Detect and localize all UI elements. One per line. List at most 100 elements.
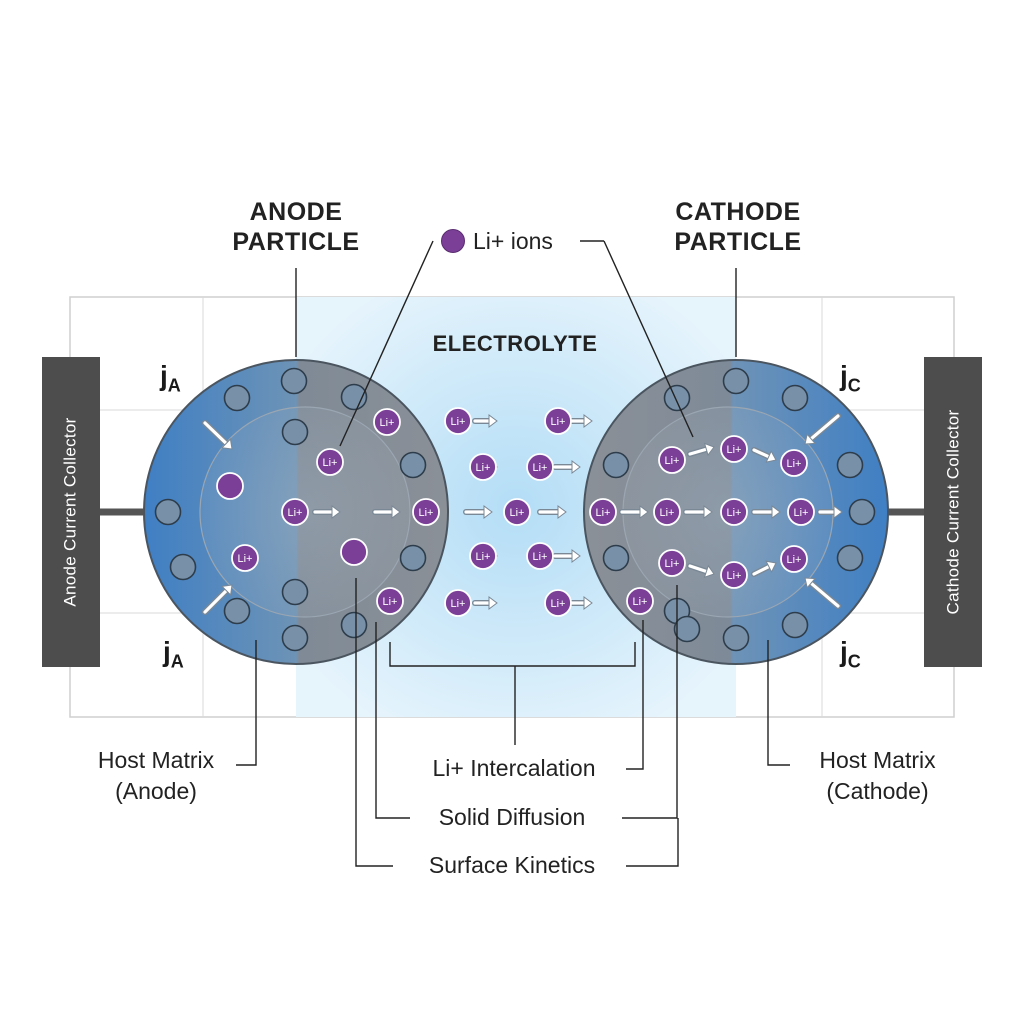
li-ion: Li+	[653, 498, 681, 526]
anode-current-collector: Anode Current Collector	[42, 357, 100, 667]
host-site	[280, 367, 308, 395]
host-site	[722, 367, 750, 395]
flux-symbol: j	[840, 636, 848, 667]
li-ion: Li+	[526, 453, 554, 481]
host-site	[340, 383, 368, 411]
ion-legend: Li+ ions	[441, 226, 553, 256]
host-site	[281, 418, 309, 446]
cathode-collector-label: Cathode Current Collector	[943, 409, 963, 615]
ion-legend-dot	[441, 229, 465, 253]
li-ion-label: Li+	[476, 462, 491, 474]
host-site	[836, 544, 864, 572]
host-sites	[154, 367, 876, 652]
li-ion: Li+	[544, 407, 572, 435]
li-ion: Li+	[503, 498, 531, 526]
flow-arrow	[687, 442, 715, 457]
flow-arrow	[202, 420, 233, 450]
li-ion-label: Li+	[476, 551, 491, 563]
flow-arrow	[472, 596, 498, 610]
li-ion: Li+	[780, 545, 808, 573]
li-ion: Li+	[589, 498, 617, 526]
flow-arrow	[751, 560, 777, 577]
flux-symbol: j	[163, 636, 171, 667]
li-ion-label: Li+	[380, 417, 395, 429]
li-ion-label: Li+	[533, 551, 548, 563]
host-site	[281, 624, 309, 652]
flux-symbol: j	[160, 360, 168, 391]
li-ion	[216, 472, 244, 500]
ion-flow-arrows	[202, 413, 843, 615]
li-ion: Li+	[373, 408, 401, 436]
anode-particle-title: ANODE PARTICLE	[206, 197, 386, 257]
flow-arrow	[372, 505, 401, 519]
li-ion-label: Li+	[551, 598, 566, 610]
flux-subscript: A	[170, 651, 184, 672]
li-ion: Li+	[658, 549, 686, 577]
cathode-title-line1: CATHODE	[675, 198, 801, 226]
flow-arrow	[683, 505, 713, 519]
li-ion-label: Li+	[533, 462, 548, 474]
li-ion: Li+	[444, 407, 472, 435]
flow-arrow	[472, 414, 498, 428]
li-ion: Li+	[780, 449, 808, 477]
li-ion-label: Li+	[551, 416, 566, 428]
li-ion: Li+	[444, 589, 472, 617]
flow-arrow	[619, 505, 649, 519]
solid-diffusion-label: Solid Diffusion	[438, 804, 586, 830]
flow-arrow	[817, 505, 843, 519]
cathode-title-line2: PARTICLE	[674, 228, 802, 256]
host-cathode-line1: Host Matrix	[819, 747, 936, 773]
leader-lines	[236, 240, 790, 867]
surface-kinetics-label: Surface Kinetics	[428, 852, 596, 878]
host-site	[154, 498, 182, 526]
li-ion-label: Li+	[238, 553, 253, 565]
li-ion: Li+	[376, 587, 404, 615]
host-site	[663, 384, 691, 412]
host-site	[836, 451, 864, 479]
li-ion-label: Li+	[660, 507, 675, 519]
li-ion-label: Li+	[451, 416, 466, 428]
li-ion-label: Li+	[665, 455, 680, 467]
li-ion: Li+	[412, 498, 440, 526]
flow-arrow	[202, 584, 233, 615]
li-ion-label: Li+	[451, 598, 466, 610]
host-site	[722, 624, 750, 652]
cathode-flux-bottom: jC	[840, 636, 861, 673]
li-ion: Li+	[720, 435, 748, 463]
flow-arrow	[312, 505, 341, 519]
li-ion-label: Li+	[727, 507, 742, 519]
host-site	[848, 498, 876, 526]
li-ion: Li+	[316, 448, 344, 476]
host-site	[169, 553, 197, 581]
anode-title-line1: ANODE	[249, 198, 343, 226]
li-ion-label: Li+	[727, 570, 742, 582]
flux-symbol: j	[840, 360, 848, 391]
flow-arrow	[463, 505, 493, 519]
li-ion: Li+	[720, 561, 748, 589]
li-ion-label: Li+	[288, 507, 303, 519]
flux-subscript: C	[847, 651, 861, 672]
host-site	[281, 578, 309, 606]
cathode-flux-top: jC	[840, 360, 861, 397]
cathode-current-collector: Cathode Current Collector	[924, 357, 982, 667]
anode-collector-label: Anode Current Collector	[61, 417, 80, 607]
electrolyte-title: ELECTROLYTE	[432, 331, 598, 356]
host-anode-line1: Host Matrix	[97, 747, 215, 773]
li-ion-label: Li+	[323, 457, 338, 469]
li-ion-label: Li+	[633, 596, 648, 608]
flow-arrow	[552, 460, 581, 474]
anode-flux-bottom: jA	[163, 636, 184, 673]
li-ion: Li+	[787, 498, 815, 526]
flow-arrow	[552, 549, 581, 563]
host-site	[602, 544, 630, 572]
anode-flux-top: jA	[160, 360, 181, 397]
li-ion: Li+	[544, 589, 572, 617]
li-ion-label: Li+	[383, 596, 398, 608]
anode-title-line2: PARTICLE	[232, 228, 360, 256]
intercalation-label: Li+ Intercalation	[432, 755, 596, 781]
host-matrix-anode-label: Host Matrix (Anode)	[66, 745, 246, 807]
host-site	[340, 611, 368, 639]
li-ion-label: Li+	[596, 507, 611, 519]
host-site	[399, 544, 427, 572]
